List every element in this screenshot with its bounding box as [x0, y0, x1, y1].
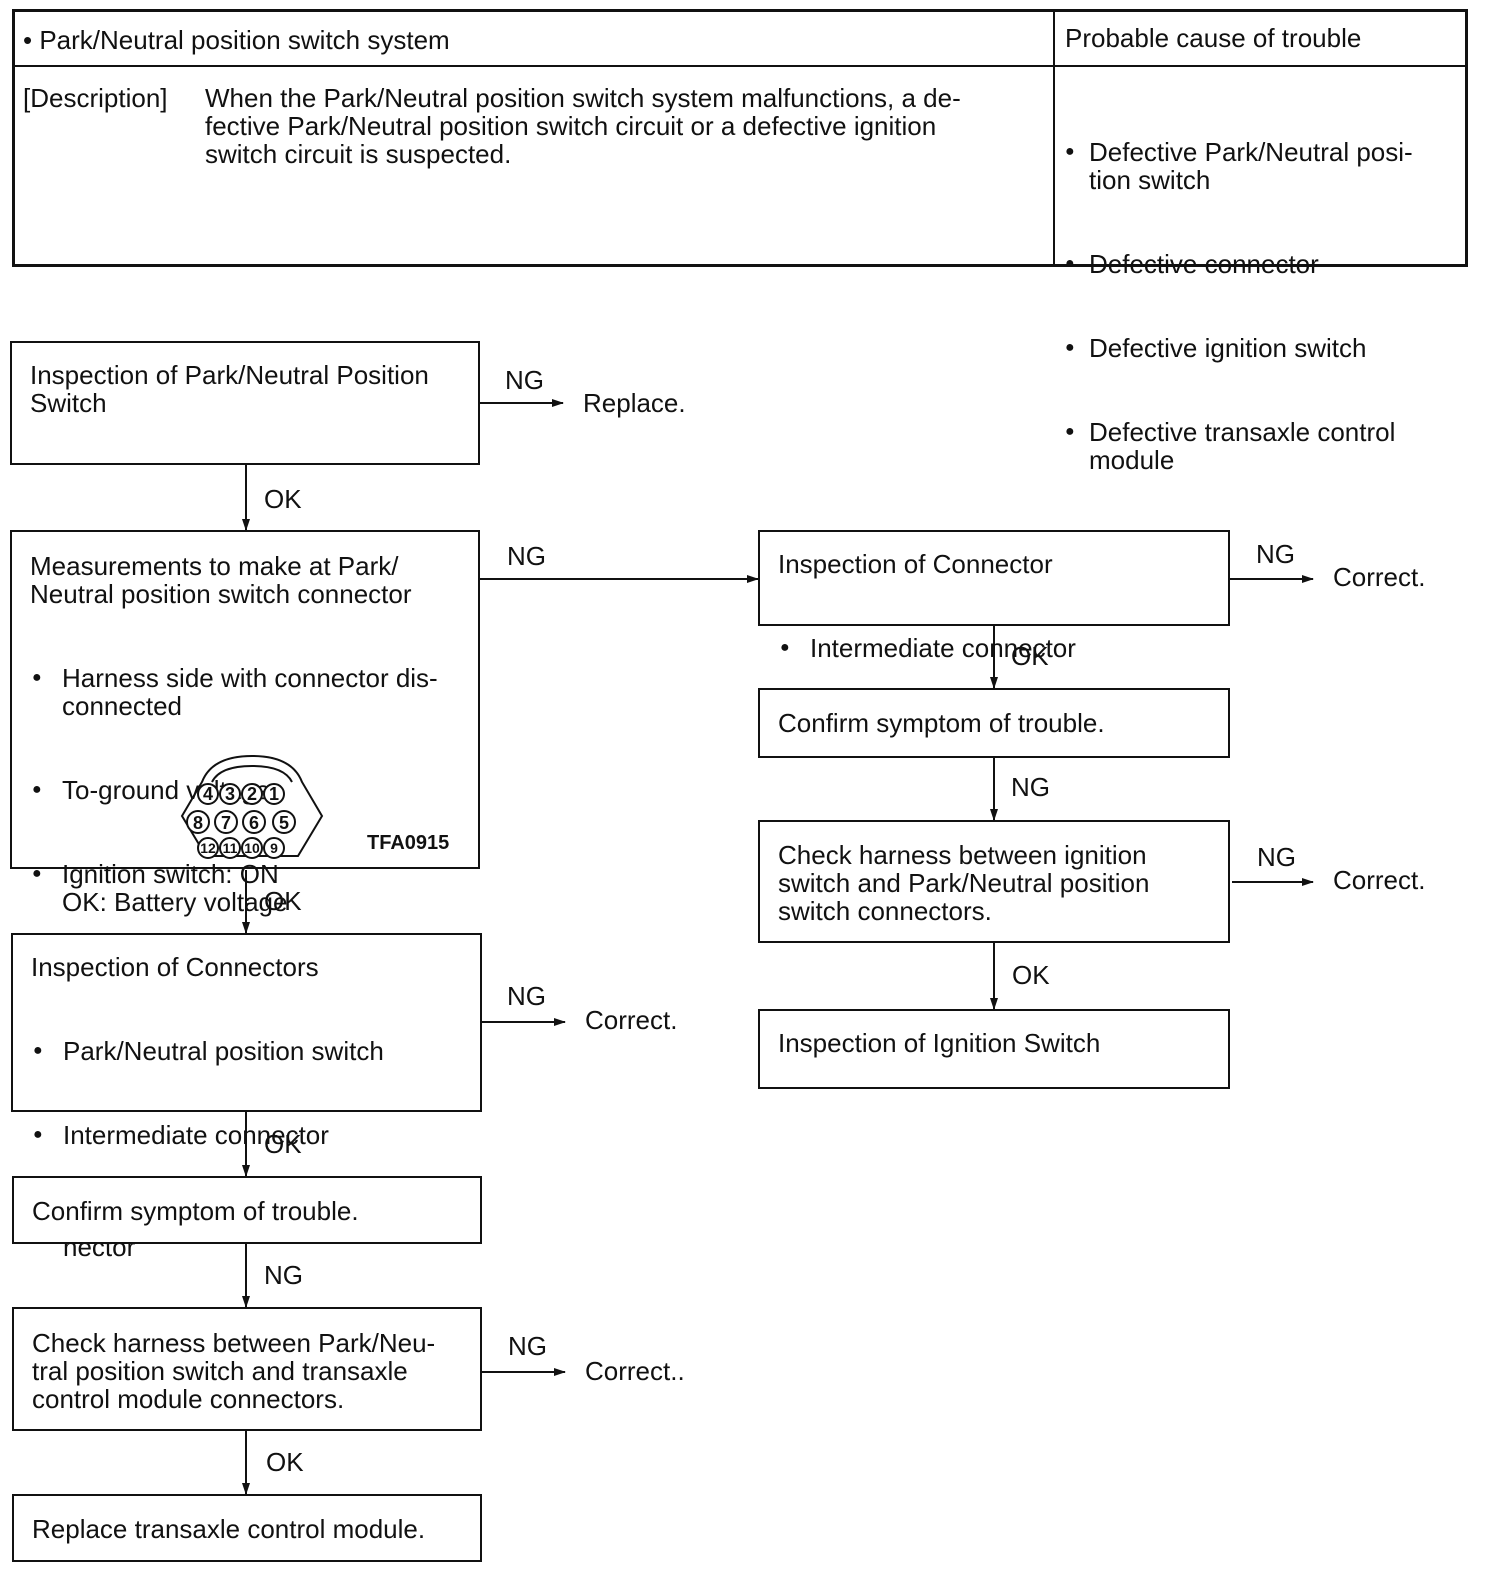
system-title: • Park/Neutral position switch system — [23, 25, 450, 55]
label-ok: OK — [264, 484, 302, 514]
measurement-item: Ignition switch: ON OK: Battery voltage — [30, 860, 475, 916]
box-inspect-connectors: Inspection of Connectors Park/Neutral po… — [11, 933, 482, 1261]
cause-item: Defective transaxle control module — [1065, 418, 1455, 474]
connector-item: Intermediate connector — [31, 1121, 476, 1149]
measurement-list: Harness side with connector dis- connect… — [30, 608, 475, 972]
pin-label: 5 — [279, 813, 289, 833]
box-inspect-ignition-switch: Inspection of Ignition Switch — [758, 1009, 1230, 1089]
figure-code: TFA0915 — [367, 832, 450, 854]
cause-item: Defective Park/Neutral posi- tion switch — [1065, 138, 1455, 194]
pin-label: 12 — [200, 840, 216, 856]
connector-list: Park/Neutral position switch Intermediat… — [31, 981, 476, 1317]
label-ng: NG — [505, 365, 544, 395]
box-inspect-connector-right: Inspection of Connector Intermediate con… — [758, 530, 1230, 662]
result-replace: Replace. — [583, 388, 686, 418]
intermediate-connector-item: Intermediate connector — [778, 634, 1218, 662]
pin-label: 10 — [244, 840, 260, 856]
cause-header: Probable cause of trouble — [1065, 23, 1362, 53]
connector-item: Park/Neutral position switch — [31, 1037, 476, 1065]
box-inspect-connector-right-title: Inspection of Connector — [778, 549, 1053, 579]
label-ok: OK — [264, 1129, 302, 1159]
box-inspect-ignition-switch-text: Inspection of Ignition Switch — [778, 1028, 1101, 1058]
label-ng: NG — [507, 541, 546, 571]
table-column-divider — [1053, 12, 1055, 264]
box-confirm-symptom-right: Confirm symptom of trouble. — [758, 688, 1230, 758]
label-ng: NG — [507, 981, 546, 1011]
pin-label: 8 — [193, 813, 203, 833]
box-check-harness-pn-tcm: Check harness between Park/Neu- tral pos… — [12, 1307, 482, 1431]
measurement-item: Harness side with connector dis- connect… — [30, 664, 475, 720]
result-correct: Correct. — [1333, 865, 1426, 895]
box-replace-tcm: Replace transaxle control module. — [12, 1494, 482, 1562]
box-check-harness-pn-tcm-text: Check harness between Park/Neu- tral pos… — [32, 1328, 436, 1414]
connector-figure: 4 3 2 1 8 7 6 5 12 11 — [180, 754, 324, 859]
label-ng: NG — [264, 1260, 303, 1290]
pin-label: 9 — [270, 840, 278, 856]
box-measurements: Measurements to make at Park/ Neutral po… — [10, 530, 480, 916]
label-ng: NG — [1257, 842, 1296, 872]
box-inspect-pn-switch: Inspection of Park/Neutral Position Swit… — [10, 341, 480, 465]
cause-item: Defective ignition switch — [1065, 334, 1455, 362]
description-text: When the Park/Neutral position switch sy… — [205, 83, 961, 169]
trouble-table: • Park/Neutral position switch system Pr… — [12, 9, 1468, 474]
result-correct: Correct. — [585, 1005, 678, 1035]
box-inspect-connectors-title: Inspection of Connectors — [31, 952, 319, 982]
cause-item: Defective connector — [1065, 250, 1455, 278]
pin-label: 11 — [223, 840, 238, 856]
box-confirm-symptom: Confirm symptom of trouble. — [12, 1176, 482, 1244]
label-ng: NG — [1256, 539, 1295, 569]
pin-label: 1 — [269, 784, 279, 804]
box-measurements-title: Measurements to make at Park/ Neutral po… — [30, 551, 412, 609]
result-correct: Correct. — [1333, 562, 1426, 592]
box-confirm-symptom-text: Confirm symptom of trouble. — [32, 1196, 359, 1226]
pin-label: 4 — [203, 784, 213, 804]
description-tag: [Description] — [23, 83, 168, 113]
table-header-divider — [15, 65, 1465, 67]
pin-label: 7 — [221, 813, 231, 833]
label-ok: OK — [266, 1447, 304, 1477]
box-check-harness-ign-pn-text: Check harness between ignition switch an… — [778, 840, 1150, 926]
cause-list: Defective Park/Neutral posi- tion switch… — [1065, 82, 1455, 530]
box-inspect-pn-switch-text: Inspection of Park/Neutral Position Swit… — [30, 360, 429, 418]
pin-label: 6 — [249, 813, 259, 833]
intermediate-connector-list: Intermediate connector — [778, 578, 1218, 718]
pin-label: 3 — [225, 784, 235, 804]
label-ok: OK — [1011, 641, 1049, 671]
label-ok: OK — [264, 886, 302, 916]
label-ok: OK — [1012, 960, 1050, 990]
label-ng: NG — [508, 1331, 547, 1361]
label-ng: NG — [1011, 772, 1050, 802]
result-correct: Correct.. — [585, 1356, 685, 1386]
box-check-harness-ign-pn: Check harness between ignition switch an… — [758, 820, 1230, 943]
box-replace-tcm-text: Replace transaxle control module. — [32, 1514, 426, 1544]
box-confirm-symptom-right-text: Confirm symptom of trouble. — [778, 708, 1105, 738]
pin-label: 2 — [247, 784, 257, 804]
